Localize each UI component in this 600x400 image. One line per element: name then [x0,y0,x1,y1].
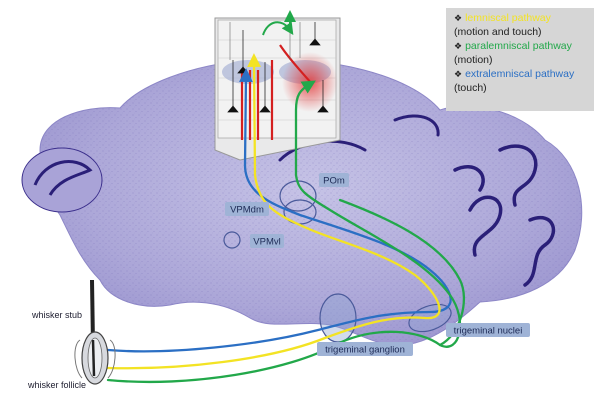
whisker-stub-label: whisker stub [31,310,82,320]
barrel-cortex-inset [214,10,341,161]
pom-label-box: POm [319,173,349,187]
trigeminal-nuclei-label-box: trigeminal nuclei [446,323,530,337]
legend-detail-paralemniscal: (motion) [454,54,493,67]
pom-label: POm [323,176,345,187]
vpmvl-label: VPMvl [253,237,280,248]
pathway-legend: ❖lemniscal pathway (motion and touch) ❖p… [446,8,594,111]
trigeminal-ganglion-label-box: trigeminal ganglion [317,342,413,356]
diamond-bullet-icon: ❖ [454,14,463,24]
trigeminal-ganglion-shape [319,293,357,343]
vpmdm-label-box: VPMdm [225,202,269,216]
vpmvl-label-box: VPMvl [250,234,284,248]
trigeminal-ganglion-label: trigeminal ganglion [325,345,405,356]
diamond-bullet-icon: ❖ [454,41,463,52]
cerebellum [453,144,556,287]
pathway-lines [106,53,466,384]
whisker-follicle-label: whisker follicle [27,380,86,390]
legend-name-lemniscal: lemniscal pathway [465,12,551,24]
trigeminal-nuclei-label: trigeminal nuclei [454,326,523,337]
brain-section [21,58,583,346]
legend-item-lemniscal: ❖lemniscal pathway [454,12,590,26]
legend-item-extralemniscal: ❖extralemniscal pathway [454,68,590,82]
legend-name-paralemniscal: paralemniscal pathway [465,39,572,52]
legend-detail-lemniscal: (motion and touch) [454,26,542,39]
legend-item-paralemniscal: ❖paralemniscal pathway [454,40,590,54]
legend-name-extralemniscal: extralemniscal pathway [465,67,575,80]
diamond-bullet-icon: ❖ [454,69,463,80]
vpmdm-label: VPMdm [230,205,264,216]
whisker-follicle-drawing [74,279,116,385]
legend-detail-extralemniscal: (touch) [454,82,487,95]
